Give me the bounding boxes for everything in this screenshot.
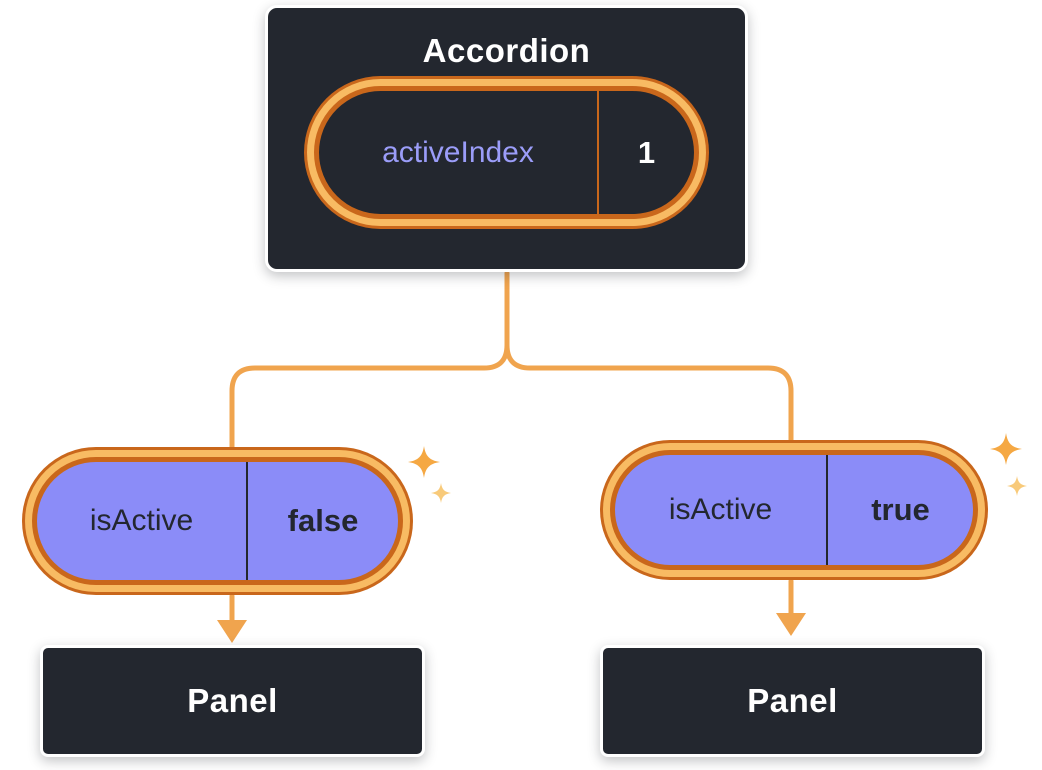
pill-divider <box>597 91 599 214</box>
prop-key: isActive <box>89 504 194 537</box>
sparkle-icon <box>1007 476 1027 496</box>
sparkle-icon <box>431 483 451 503</box>
pill-divider <box>246 462 248 580</box>
prop-key: isActive <box>668 493 773 526</box>
prop-value: true <box>871 492 930 527</box>
prop-pill-right: isActive true <box>610 450 978 570</box>
arrow-right-head <box>776 613 806 636</box>
state-pill: activeIndex 1 <box>314 86 699 219</box>
arrow-left-head <box>217 620 247 643</box>
accordion-node: Accordion activeIndex 1 <box>265 5 748 272</box>
panel-title: Panel <box>747 682 838 719</box>
state-key: activeIndex <box>382 135 534 169</box>
prop-value: false <box>287 503 359 538</box>
sparkle-icon <box>990 433 1022 465</box>
wire-left <box>229 270 510 461</box>
accordion-title: Accordion <box>422 32 591 69</box>
sparkle-icon <box>408 446 440 478</box>
wire-right <box>504 342 794 454</box>
prop-pill-left: isActive false <box>32 457 403 585</box>
pill-divider <box>826 455 828 565</box>
panel-node-left: Panel <box>40 645 425 757</box>
panel-node-right: Panel <box>600 645 985 757</box>
state-value: 1 <box>637 134 656 170</box>
panel-title: Panel <box>187 682 278 719</box>
